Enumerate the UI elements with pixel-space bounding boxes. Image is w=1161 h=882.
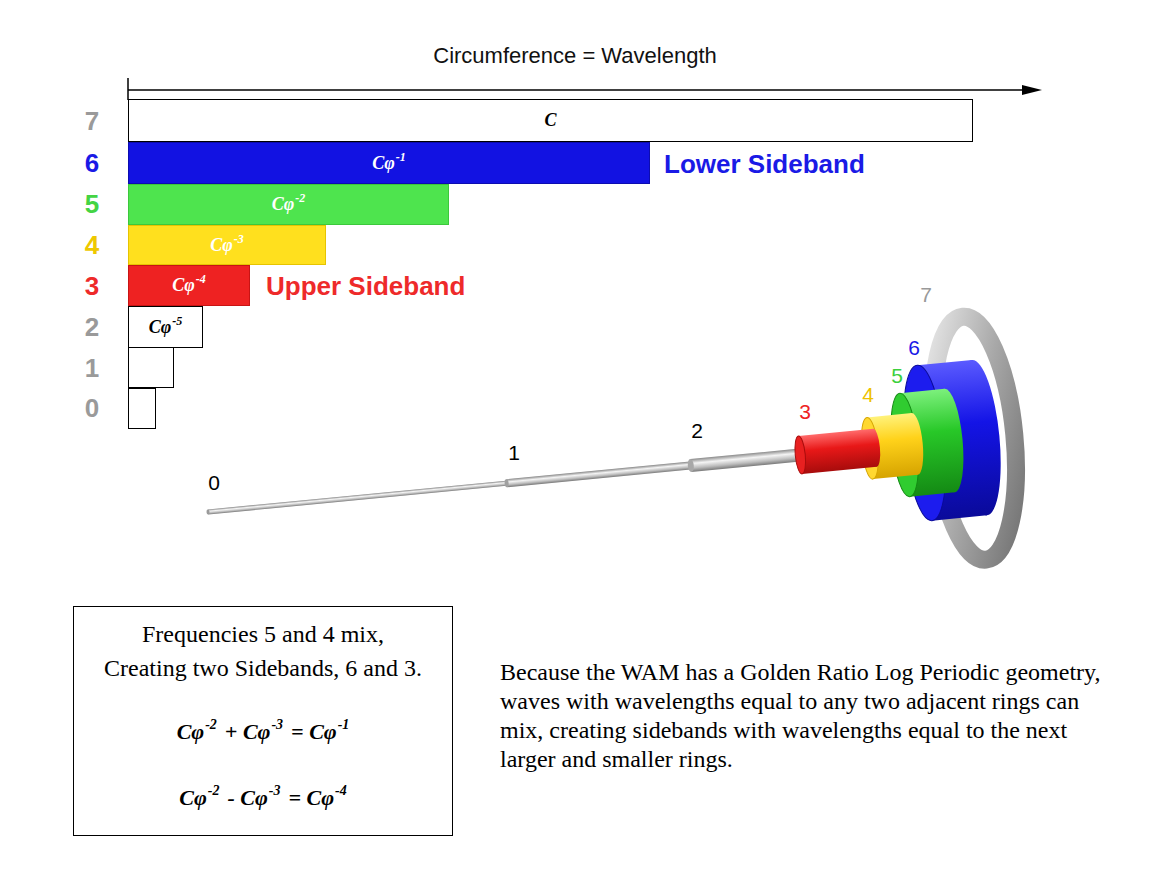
formula-text: Cφ <box>149 317 172 337</box>
exponent: -5 <box>172 314 182 328</box>
bar-text: C <box>544 110 556 131</box>
exponent: -2 <box>205 717 217 732</box>
diagram-title: Circumference = Wavelength <box>433 43 716 69</box>
callout-number: 5 <box>891 365 903 386</box>
text-line: Frequencies 5 and 4 mix, Creating two Si… <box>74 617 452 685</box>
row-number: 2 <box>85 314 99 340</box>
rod-segment <box>208 481 509 515</box>
antenna-figure <box>195 313 1026 634</box>
bar: Cφ-5 <box>128 306 203 348</box>
exponent: -3 <box>234 232 244 246</box>
bar: Cφ-4 <box>128 265 250 306</box>
exponent: -2 <box>208 783 220 798</box>
bar-text: Cφ-1 <box>372 153 406 174</box>
row-number: 1 <box>85 355 99 381</box>
bar: C <box>128 99 973 142</box>
axis-tick <box>127 78 129 100</box>
callout-number: 6 <box>908 337 920 358</box>
note-box: Frequencies 5 and 4 mix, Creating two Si… <box>73 606 453 836</box>
formula-text: Cφ <box>272 194 295 214</box>
callout-number: 7 <box>920 284 932 305</box>
rod-end <box>206 509 209 514</box>
text-line: Cφ-2 - Cφ-3 = Cφ-4 <box>74 781 452 818</box>
formula-text: = Cφ <box>289 785 335 810</box>
note-text: Frequencies 5 and 4 mix, Creating two Si… <box>104 621 422 681</box>
exponent: -3 <box>269 783 281 798</box>
formula-text: Cφ <box>372 153 395 173</box>
row-number: 0 <box>85 395 99 421</box>
bar: Cφ-3 <box>128 225 326 265</box>
callout-number: 0 <box>208 472 220 493</box>
sideband-label: Upper Sideband <box>266 273 465 299</box>
exponent: -3 <box>271 717 283 732</box>
row-number: 5 <box>85 191 99 217</box>
sideband-label: Lower Sideband <box>664 151 865 177</box>
bar: Cφ-1 <box>128 142 650 184</box>
ring-3 <box>798 429 876 474</box>
formula-text: Cφ <box>177 719 205 744</box>
row-number: 7 <box>85 108 99 134</box>
rod-step <box>504 479 509 487</box>
formula-text: Cφ <box>179 785 207 810</box>
formula-text: - Cφ <box>227 785 267 810</box>
exponent: -1 <box>338 717 350 732</box>
formula-text: Cφ <box>210 235 233 255</box>
callout-number: 1 <box>508 442 520 463</box>
exponent: -2 <box>295 191 305 205</box>
exponent: -4 <box>335 783 347 798</box>
callout-number: 3 <box>799 401 811 422</box>
arrow-head <box>1022 85 1042 95</box>
row-number: 4 <box>85 232 99 258</box>
exponent: -4 <box>196 272 206 286</box>
formula-text: Cφ <box>172 275 195 295</box>
callout-number: 2 <box>691 420 703 441</box>
formula-text: + Cφ <box>225 719 271 744</box>
text-line: Cφ-2 + Cφ-3 = Cφ-1 <box>74 715 452 752</box>
bar-text: Cφ-5 <box>149 317 183 338</box>
bar <box>129 389 156 429</box>
formula-text: = Cφ <box>291 719 337 744</box>
row-number: 3 <box>85 273 99 299</box>
bar-text: Cφ-4 <box>172 275 206 296</box>
axis-arrow <box>128 89 1024 91</box>
rod-segment <box>690 448 803 472</box>
rod-step <box>687 459 694 473</box>
bar: Cφ-2 <box>128 184 449 225</box>
bar <box>129 348 174 388</box>
formula-text: C <box>544 110 556 130</box>
row-number: 6 <box>85 150 99 176</box>
bar-text: Cφ-3 <box>210 235 244 256</box>
callout-number: 4 <box>862 384 874 405</box>
ring-3-face <box>793 436 807 475</box>
exponent: -1 <box>396 150 406 164</box>
bar-text: Cφ-2 <box>272 194 306 215</box>
text-block: Frequencies 5 and 4 mix, Creating two Si… <box>101 617 426 685</box>
explanation-text: Because the WAM has a Golden Ratio Log P… <box>500 658 1110 774</box>
rod-segment <box>506 461 693 487</box>
